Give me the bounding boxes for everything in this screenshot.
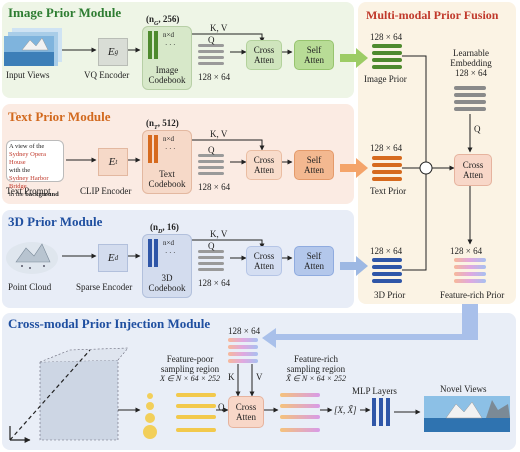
- text-prior-label: Text Prior: [370, 186, 407, 196]
- threed-prior-tokens: [372, 258, 402, 283]
- injection-cross-atten: Cross Atten: [228, 396, 264, 428]
- threed-prior-dim: 128 × 64: [370, 246, 403, 256]
- text-prior-dim: 128 × 64: [370, 143, 403, 153]
- fusion-q-label: Q: [474, 124, 481, 134]
- prompt-line-4: Sydney Harbor Bridge: [9, 175, 49, 190]
- threed-prior-title: 3D Prior Module: [8, 214, 103, 229]
- prompt-line-3: with the: [9, 167, 31, 174]
- input-views-label: Input Views: [6, 70, 50, 80]
- image-codebook-inner: n×d: [163, 31, 174, 39]
- threed-self-atten: Self Atten: [294, 246, 334, 276]
- image-to-fusion-arrow: [340, 48, 368, 68]
- text-self-atten: Self Atten: [294, 150, 334, 180]
- image-q-label: Q: [208, 35, 215, 45]
- threed-encoder-label: Sparse Encoder: [76, 282, 133, 292]
- query-tokens-image: [198, 44, 224, 65]
- text-kv-label: K, V: [210, 129, 228, 139]
- image-encoder-label: VQ Encoder: [84, 70, 130, 80]
- novel-views-label: Novel Views: [440, 384, 487, 394]
- text-tokens-dim: 128 × 64: [198, 182, 231, 192]
- input-views-thumbnail: [4, 28, 62, 66]
- sampling-points: [143, 393, 157, 439]
- image-prior-tokens: [372, 44, 402, 69]
- text-codebook-dim: (nT, 512): [146, 118, 179, 131]
- fusion-title: Multi-modal Prior Fusion: [366, 8, 499, 22]
- rich-prior-dim: 128 × 64: [450, 246, 483, 256]
- fusion-to-injection-arrow: [262, 304, 478, 348]
- prompt-line-5: in the: [9, 191, 24, 198]
- text-encoder-label: CLIP Encoder: [80, 186, 132, 196]
- image-prior-label: Image Prior: [364, 74, 407, 84]
- novel-views-thumbnail: [424, 396, 510, 432]
- threed-q-label: Q: [208, 241, 215, 251]
- injection-v-label: V: [256, 372, 263, 382]
- text-q-label: Q: [208, 145, 215, 155]
- image-prior-dim: 128 × 64: [370, 32, 403, 42]
- sampling-frustum: [9, 347, 129, 443]
- text-prior-tokens: [372, 156, 402, 181]
- threed-kv-label: K, V: [210, 229, 228, 239]
- injection-prior-tokens: [228, 338, 258, 363]
- prompt-line-5b: background: [25, 191, 59, 198]
- text-prompt-box: A view of the Sydney Opera House with th…: [6, 140, 64, 198]
- point-cloud-label: Point Cloud: [8, 282, 52, 292]
- rich-prior-label: Feature-rich Prior: [440, 290, 505, 300]
- image-prior-title: Image Prior Module: [8, 5, 122, 20]
- prompt-line-1: A view of the: [9, 143, 45, 150]
- image-codebook-dim: (nG, 256): [146, 14, 180, 27]
- feature-rich-region-tokens: [280, 393, 320, 432]
- query-tokens-3d: [198, 250, 224, 271]
- prompt-line-2: Sydney Opera House: [9, 151, 47, 166]
- threed-prior-label: 3D Prior: [374, 290, 406, 300]
- text-prompt-label: Text Prompt: [6, 186, 51, 196]
- text-to-fusion-arrow: [340, 158, 368, 178]
- fusion-cross-atten: Cross Atten: [454, 154, 492, 186]
- sum-node: [419, 161, 433, 175]
- text-prior-title: Text Prior Module: [8, 109, 111, 124]
- mlp-layers: [372, 398, 390, 426]
- feature-rich-prior-tokens: [454, 258, 486, 283]
- injection-title: Cross-modal Prior Injection Module: [8, 316, 211, 331]
- query-tokens-text: [198, 154, 224, 175]
- image-kv-label: K, V: [210, 23, 228, 33]
- image-cross-atten: Cross Atten: [246, 40, 282, 70]
- threed-cross-atten: Cross Atten: [246, 246, 282, 276]
- threed-tokens-dim: 128 × 64: [198, 278, 231, 288]
- threed-codebook-dim: (nD, 16): [150, 222, 179, 235]
- threed-to-fusion-arrow: [340, 256, 368, 276]
- feature-poor-tokens: [176, 393, 216, 432]
- concat-label: [X, X̃]: [334, 405, 357, 415]
- image-tokens-dim: 128 × 64: [198, 72, 231, 82]
- injection-top-dim: 128 × 64: [228, 326, 261, 336]
- injection-k-label: K: [228, 372, 235, 382]
- injection-q-label: Q: [218, 402, 225, 412]
- image-self-atten: Self Atten: [294, 40, 334, 70]
- mlp-layers-label: MLP Layers: [352, 386, 397, 396]
- point-cloud-thumbnail: [6, 242, 58, 274]
- text-codebook-inner: n×d: [163, 135, 174, 143]
- text-cross-atten: Cross Atten: [246, 150, 282, 180]
- threed-codebook-inner: n×d: [163, 239, 174, 247]
- learnable-embedding-tokens: [454, 86, 486, 111]
